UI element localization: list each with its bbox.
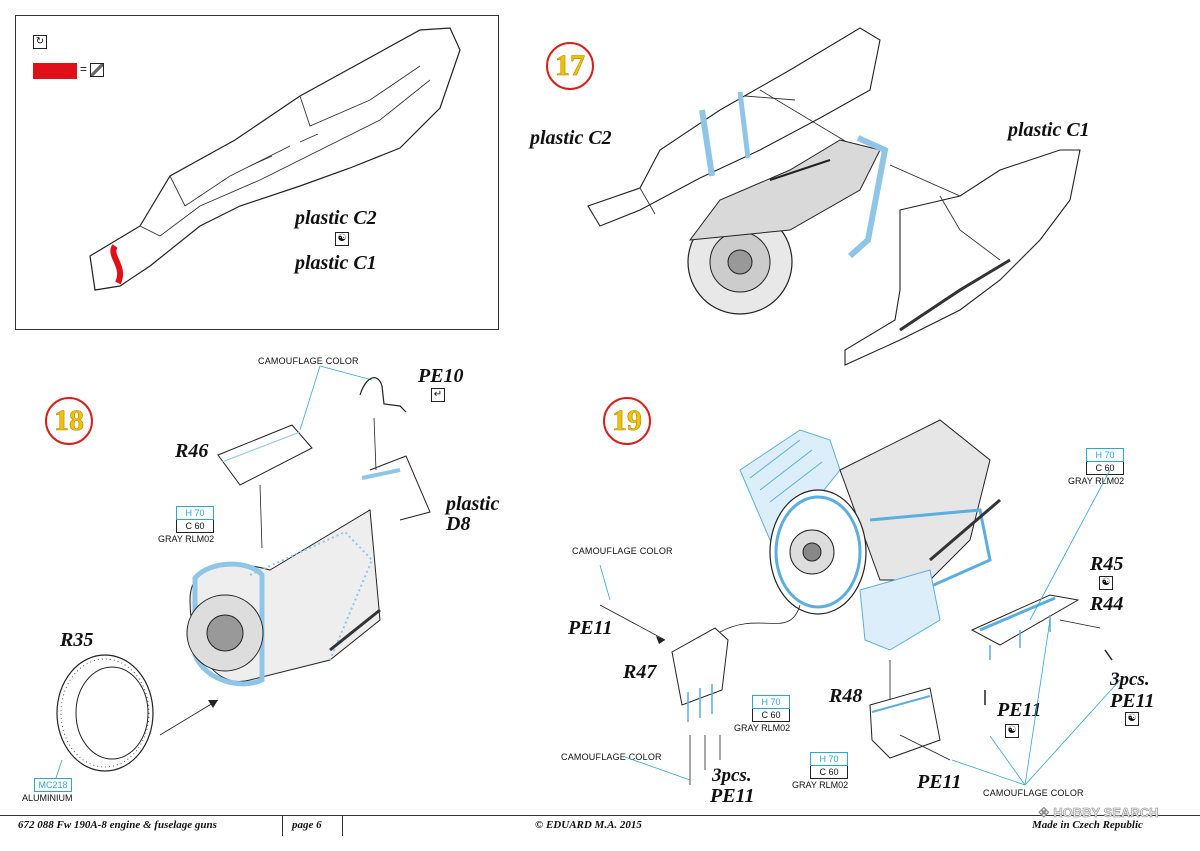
- step19-label-3pcs-b: 3pcs.: [712, 765, 752, 786]
- step19-label-r45: R45: [1090, 553, 1124, 575]
- step18-label-r46: R46: [175, 440, 209, 462]
- step17-label-plastic-c1: plastic C1: [1008, 119, 1090, 141]
- paint-code-c60: C 60: [810, 766, 848, 779]
- step18-paint-alu-box: MC218 ALUMINIUM: [22, 778, 73, 804]
- inset-panel: [15, 15, 499, 330]
- paint-name-aluminium: ALUMINIUM: [22, 793, 73, 803]
- step19-camouflage-color-label-1: CAMOUFLAGE COLOR: [572, 546, 673, 556]
- yin-yang-symmetry-icon: ☯: [335, 232, 349, 246]
- paint-code-h70: H 70: [810, 752, 848, 766]
- paint-code-c60: C 60: [1086, 462, 1124, 475]
- page-footer: 672 088 Fw 190A-8 engine & fuselage guns…: [0, 815, 1200, 836]
- red-marker-swatch: [33, 63, 77, 79]
- equals-sign: =: [80, 62, 88, 76]
- paint-name: GRAY RLM02: [158, 534, 215, 544]
- step19-label-pe11-a: PE11: [568, 617, 613, 639]
- step-18-badge: 18: [45, 397, 93, 445]
- step19-label-r44: R44: [1090, 593, 1124, 615]
- paint-code-mc218: MC218: [34, 778, 72, 792]
- paint-name: GRAY RLM02: [792, 780, 849, 790]
- step18-label-plastic: plastic: [446, 493, 500, 515]
- paint-code-c60: C 60: [176, 520, 214, 533]
- inset-label-plastic-c2: plastic C2: [295, 207, 377, 229]
- bend-icon: ↵: [431, 388, 445, 402]
- step18-label-d8: D8: [446, 513, 471, 535]
- watermark-icon: ❖: [1038, 805, 1050, 821]
- paint-code-h70: H 70: [176, 506, 214, 520]
- yin-yang-symmetry-icon: ☯: [1005, 724, 1019, 738]
- step19-label-r47: R47: [623, 661, 657, 683]
- footer-made-in: Made in Czech Republic: [1032, 819, 1143, 831]
- step19-label-3pcs-e: 3pcs.: [1110, 669, 1150, 690]
- paint-code-c60: C 60: [752, 709, 790, 722]
- paint-name: GRAY RLM02: [1068, 476, 1125, 486]
- step19-label-pe11-e: PE11: [1110, 690, 1155, 712]
- step19-label-pe11-d: PE11: [997, 699, 1042, 721]
- yin-yang-symmetry-icon: ☯: [1099, 576, 1113, 590]
- watermark-text: HOBBY SEARCH: [1053, 805, 1159, 821]
- step19-camouflage-color-label-3: CAMOUFLAGE COLOR: [983, 788, 1084, 798]
- footer-page: page 6: [292, 819, 322, 831]
- rotate-icon: ↻: [33, 35, 47, 49]
- inset-label-plastic-c1: plastic C1: [295, 252, 377, 274]
- paint-stripe-icon: [90, 63, 104, 77]
- hobby-search-watermark: ❖ HOBBY SEARCH: [1038, 805, 1159, 821]
- step17-assembly-drawing: [587, 27, 1081, 366]
- step19-paint-box-3: H 70 C 60 GRAY RLM02: [792, 752, 848, 791]
- step-17-badge: 17: [546, 42, 594, 90]
- footer-product: 672 088 Fw 190A-8 engine & fuselage guns: [18, 819, 217, 831]
- footer-copyright: © EDUARD M.A. 2015: [535, 819, 642, 831]
- step19-label-pe11-c: PE11: [917, 771, 962, 793]
- step19-camouflage-color-label-2: CAMOUFLAGE COLOR: [561, 752, 662, 762]
- step-19-badge: 19: [603, 397, 651, 445]
- step18-paint-gray-box: H 70 C 60 GRAY RLM02: [158, 506, 214, 545]
- yin-yang-symmetry-icon: ☯: [1125, 712, 1139, 726]
- step18-camouflage-color-label: CAMOUFLAGE COLOR: [258, 356, 359, 366]
- paint-code-h70: H 70: [1086, 448, 1124, 462]
- paint-name: GRAY RLM02: [734, 723, 791, 733]
- step17-label-plastic-c2: plastic C2: [530, 127, 612, 149]
- step19-label-r48: R48: [829, 685, 863, 707]
- paint-code-h70: H 70: [752, 695, 790, 709]
- step19-paint-box-2: H 70 C 60 GRAY RLM02: [734, 695, 790, 734]
- step19-paint-box-1: H 70 C 60 GRAY RLM02: [1068, 448, 1124, 487]
- step19-label-pe11-b: PE11: [710, 785, 755, 807]
- step18-label-r35: R35: [60, 629, 94, 651]
- fuselage-side-c2-drawing: [89, 27, 461, 291]
- step18-label-pe10: PE10: [418, 365, 464, 387]
